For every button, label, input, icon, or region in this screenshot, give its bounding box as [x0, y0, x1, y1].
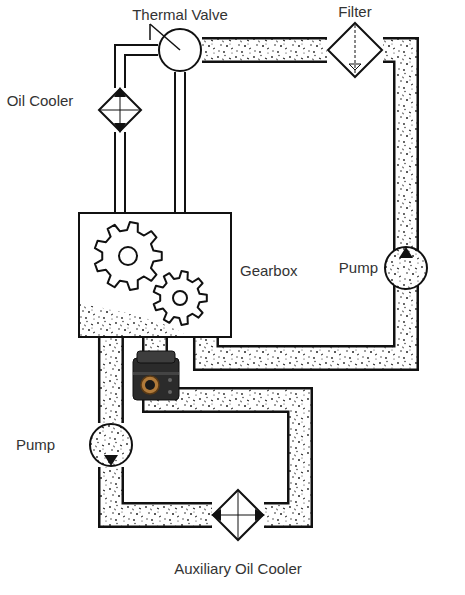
pipe-bore — [206, 246, 406, 358]
oil-cooler: Oil Cooler — [98, 88, 142, 132]
pump: Pump — [89, 423, 133, 467]
component-label: Oil Cooler — [4, 92, 76, 110]
filter-drain — [349, 64, 361, 70]
oil-cooler-symbol — [98, 88, 142, 132]
pump-direction — [399, 247, 413, 258]
gearbox-housing — [79, 213, 231, 337]
oil-pipe — [383, 50, 406, 246]
filter-symbol — [327, 22, 383, 78]
thermal-valve: Thermal Valve — [158, 28, 202, 72]
valve-actuator — [149, 24, 151, 40]
oil-pipe — [110, 338, 111, 423]
oil-pipe — [202, 50, 327, 51]
sensor-screw — [168, 378, 172, 382]
pipe-bore — [202, 40, 327, 61]
valve-actuator — [150, 24, 180, 50]
cooler-cross — [100, 110, 140, 111]
pipe-wall — [202, 37, 327, 63]
pipe-bore — [383, 50, 406, 246]
gearbox-symbol — [78, 212, 232, 338]
oil-pipe — [111, 467, 212, 515]
cooler-arrow — [114, 123, 126, 133]
pipe-wall — [206, 246, 406, 358]
diamond-body — [328, 23, 382, 77]
pump-direction — [104, 455, 118, 466]
sensor-port-hole — [145, 380, 155, 390]
gear-hub — [173, 291, 187, 305]
pump-symbol — [384, 246, 428, 290]
sensor-cap — [137, 351, 175, 363]
pipe-wall — [111, 467, 212, 515]
thermal-valve-symbol — [158, 28, 202, 72]
pump-symbol — [89, 423, 133, 467]
pipe-bore — [111, 467, 212, 515]
pipe-bore — [120, 50, 158, 88]
component-label: Auxiliary Oil Cooler — [98, 560, 378, 578]
oil-pipe — [206, 246, 406, 358]
cooler-arrow — [255, 509, 265, 521]
component-label: Gearbox — [240, 262, 330, 280]
pipe-wall — [120, 50, 158, 88]
filter-element — [355, 25, 356, 75]
component-label: Pump — [16, 436, 82, 454]
component-label: Filter — [315, 3, 395, 21]
component-label: Thermal Valve — [110, 6, 250, 24]
gearbox: Gearbox — [78, 212, 232, 338]
small-gear — [154, 271, 207, 325]
cooler-cross — [214, 515, 262, 516]
return-pipe — [180, 72, 181, 212]
pipe-wall — [383, 50, 406, 246]
component-label: Pump — [310, 259, 378, 277]
pump: Pump — [384, 246, 428, 290]
filter: Filter — [327, 22, 383, 78]
sensor-screw — [168, 390, 172, 394]
pipe-wall — [174, 72, 186, 212]
pump-body — [90, 424, 132, 466]
gear-hub — [119, 247, 137, 265]
return-pipe — [120, 50, 158, 88]
pipe-wall — [114, 132, 126, 212]
sensor-port — [141, 376, 159, 394]
auxiliary-oil-cooler: Auxiliary Oil Cooler — [212, 489, 264, 541]
cooler-arrow — [211, 509, 221, 521]
large-gear — [95, 222, 162, 290]
sensor-seam — [133, 372, 179, 375]
auxiliary-oil-cooler-symbol — [212, 489, 264, 541]
cooler-arrow — [114, 87, 126, 97]
pipe-wall — [98, 338, 124, 423]
pump-body — [385, 247, 427, 289]
pipe-bore — [176, 72, 184, 212]
return-pipe — [120, 132, 121, 212]
pipe-bore — [116, 132, 124, 212]
sensor-body — [133, 358, 179, 400]
pipe-bore — [100, 338, 121, 423]
